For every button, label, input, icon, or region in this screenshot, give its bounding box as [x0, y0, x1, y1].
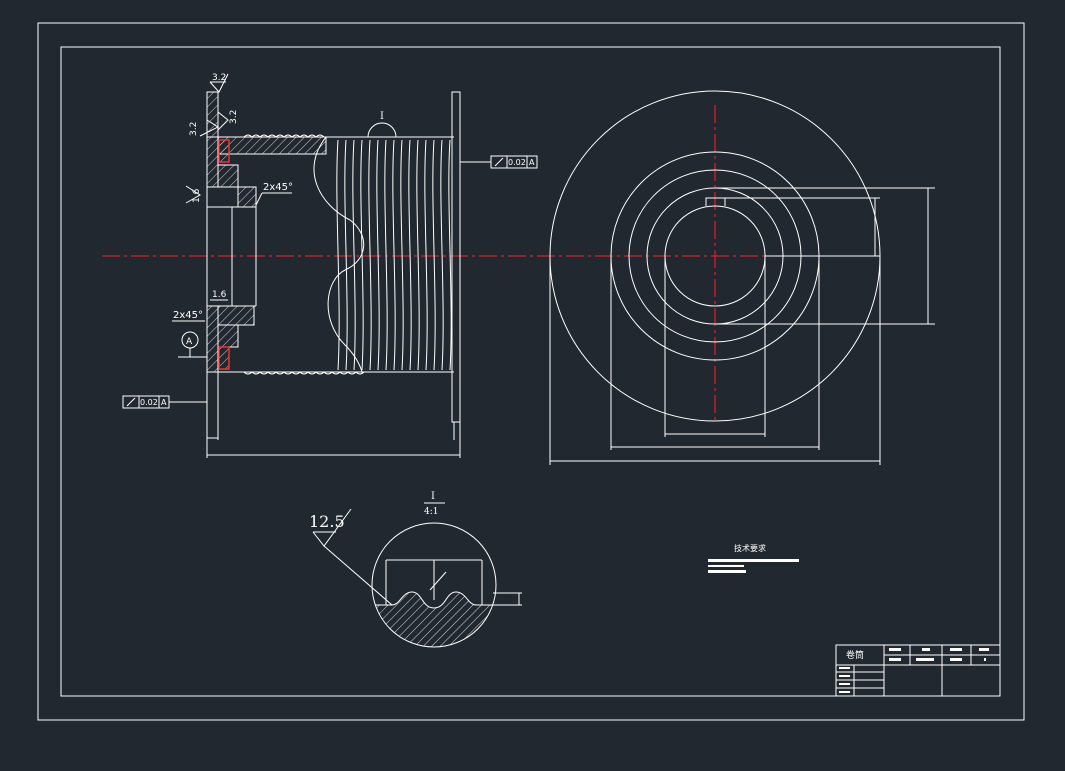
- detail-view: [371, 522, 522, 648]
- roughness-bore2-label: 1.6: [212, 290, 227, 300]
- section-view: [206, 91, 461, 458]
- title-block-fields: [839, 648, 989, 693]
- roughness-top-label: 3.2: [212, 73, 226, 83]
- detail-marker-arc: [367, 122, 397, 138]
- roughness-bore-label: 1.6: [192, 188, 202, 203]
- groove-line: [368, 139, 372, 371]
- groove-line: [416, 139, 420, 371]
- detail-title-num: I: [431, 491, 435, 502]
- groove-line: [360, 139, 364, 371]
- runout-frame-right: [460, 155, 538, 169]
- groove-line: [400, 139, 404, 371]
- runout-datum-left: A: [161, 398, 167, 407]
- groove-line: [336, 139, 340, 371]
- roughness-side-label: 3.2: [229, 110, 239, 124]
- groove-line: [352, 139, 356, 371]
- chamfer-top: 2x45°: [263, 182, 293, 193]
- runout-tol-right: 0.02: [508, 158, 526, 167]
- chamfer-top-leader: [255, 192, 263, 206]
- groove-line: [344, 139, 348, 371]
- roughness-symbol-side: [199, 111, 229, 137]
- end-view: [549, 90, 935, 465]
- groove-line: [448, 139, 452, 371]
- runout-frame-left: [122, 395, 207, 409]
- notes-bar-1: [708, 559, 799, 562]
- groove-lines: [336, 139, 452, 371]
- roughness-left-label: 3.2: [189, 122, 199, 136]
- runout-tol-left: 0.02: [140, 398, 158, 407]
- roughness-symbol-top: [209, 73, 229, 93]
- groove-line: [432, 139, 436, 371]
- groove-line: [424, 139, 428, 371]
- groove-line: [376, 139, 380, 371]
- detail-roughness: 12.5: [309, 512, 345, 531]
- groove-line: [392, 139, 396, 371]
- insert-top: [218, 139, 230, 163]
- detail-roughness-symbol: [312, 508, 393, 606]
- chamfer-bottom: 2x45°: [173, 310, 203, 321]
- notes-bar-3: [708, 570, 746, 573]
- roughness-symbol-bore: [185, 185, 201, 204]
- groove-line: [384, 139, 388, 371]
- inner-frame: [60, 46, 1001, 697]
- runout-datum-right: A: [529, 158, 535, 167]
- detail-title-scale: 4:1: [424, 507, 438, 517]
- groove-line: [408, 139, 412, 371]
- notes-title: 技术要求: [734, 543, 766, 553]
- notes-bar-2: [708, 565, 744, 567]
- title-block: [835, 644, 1001, 697]
- insert-bottom: [218, 346, 230, 370]
- detail-marker: I: [380, 111, 384, 122]
- datum-symbol-label: A: [186, 337, 193, 347]
- outer-frame: [37, 22, 1025, 721]
- groove-line: [440, 139, 444, 371]
- title-block-name: 卷筒: [846, 649, 864, 661]
